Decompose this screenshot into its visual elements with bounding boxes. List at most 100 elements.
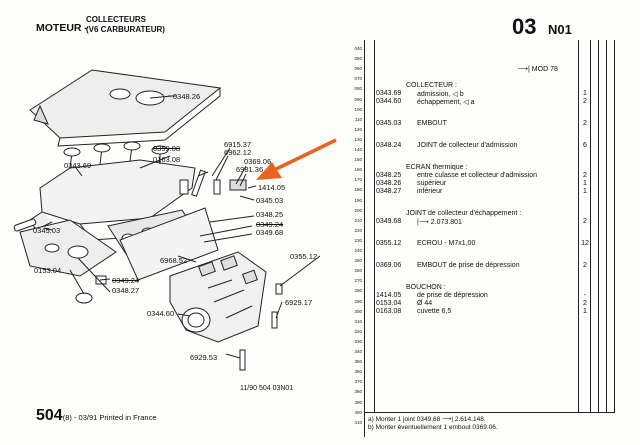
heat-shield-lower bbox=[19, 219, 117, 277]
plate-code: N01 bbox=[548, 22, 572, 37]
part-description: ECROU - M7x1,00 bbox=[417, 240, 476, 247]
exploded-diagram bbox=[13, 69, 337, 371]
part-quantity: 12 bbox=[581, 240, 589, 247]
line-number: 220 bbox=[354, 227, 362, 233]
part-quantity: - bbox=[583, 292, 587, 299]
part-ref: 0355.12 bbox=[376, 240, 402, 247]
line-number: 070 bbox=[354, 76, 362, 82]
label-0163-08: 0163.08 bbox=[153, 155, 181, 164]
part-ref: 0153.04 bbox=[376, 300, 402, 307]
line-number: 360 bbox=[354, 369, 362, 375]
line-number: 140 bbox=[354, 147, 362, 152]
exhaust-manifold bbox=[169, 251, 267, 343]
part-group-heading: COLLECTEUR : bbox=[406, 82, 457, 89]
part-description: échappement, ◁ a bbox=[417, 99, 475, 106]
label-0359-08: 0359.08 bbox=[153, 144, 181, 153]
part-quantity: 6 bbox=[583, 142, 587, 149]
part-description: EMBOUT de prise de dépression bbox=[417, 262, 520, 269]
part-description: cuvette 6,5 bbox=[417, 308, 452, 315]
footer-detail: (8) - 03/91 Printed in France bbox=[62, 413, 157, 422]
intake-manifold bbox=[39, 159, 196, 225]
line-number: 200 bbox=[354, 207, 362, 213]
part-ref: 0348.27 bbox=[376, 188, 402, 195]
label-6968-52: 6968.52 bbox=[160, 256, 188, 265]
line-number: 110 bbox=[354, 116, 362, 122]
label-0349-24-lower: 0349.24 bbox=[112, 276, 140, 285]
line-number: 400 bbox=[354, 409, 362, 415]
line-number: 250 bbox=[354, 258, 362, 264]
part-ref: 0349.68 bbox=[376, 218, 402, 225]
line-number: 390 bbox=[354, 399, 362, 405]
part-description: admission, ◁ b bbox=[417, 91, 464, 98]
line-number: 340 bbox=[354, 349, 362, 354]
label-0343-69: 0343.69 bbox=[64, 161, 92, 170]
part-quantity: 2 bbox=[583, 300, 587, 307]
part-description: supérieur bbox=[417, 180, 447, 187]
line-number: 120 bbox=[354, 126, 362, 132]
line-number: 040 bbox=[354, 46, 362, 51]
line-number: 280 bbox=[354, 288, 362, 294]
label-6929-53: 6929.53 bbox=[190, 353, 218, 362]
mod-note: ⟶| MOD 78 bbox=[518, 66, 558, 73]
part-ref: 0163.08 bbox=[376, 308, 402, 315]
part-quantity: 1 bbox=[583, 308, 587, 315]
part-description: EMBOUT bbox=[417, 120, 447, 127]
label-0348-27: 0348.27 bbox=[112, 286, 140, 295]
line-number: 210 bbox=[354, 217, 362, 223]
part-ref: 0348.26 bbox=[376, 180, 402, 187]
part-quantity: 2 bbox=[583, 172, 587, 179]
heat-shield-upper bbox=[29, 69, 222, 139]
line-number: 150 bbox=[354, 157, 362, 163]
line-number: 090 bbox=[354, 96, 362, 102]
line-number: 230 bbox=[354, 237, 362, 243]
part-quantity: 2 bbox=[583, 262, 587, 269]
label-0345-03-right: 0345.03 bbox=[256, 196, 284, 205]
label-0355-12: 0355.12 bbox=[290, 252, 318, 261]
header-collecteurs-title: COLLECTEURS bbox=[86, 15, 146, 24]
part-description: |⟶ 2.073.801 bbox=[417, 219, 462, 226]
line-number: 060 bbox=[354, 66, 362, 72]
header-v6: (V6 CARBURATEUR) bbox=[86, 25, 165, 34]
label-6962-12: 6962.12 bbox=[224, 148, 252, 157]
part-ref: 1414.05 bbox=[376, 292, 402, 299]
line-number: 330 bbox=[354, 338, 362, 344]
footer-model-number: 504 bbox=[36, 407, 63, 424]
label-0349-24-upper: 0349.24 bbox=[256, 220, 284, 229]
footer-model: 504(8) - 03/91 Printed in France bbox=[36, 407, 157, 425]
line-number: 310 bbox=[354, 318, 362, 324]
line-number: 160 bbox=[354, 167, 362, 173]
note-b: b) Monter éventuellement 1 embout 0369.0… bbox=[368, 424, 498, 431]
line-number: 290 bbox=[354, 298, 362, 304]
label-0345-03-left: 0345.03 bbox=[33, 226, 61, 235]
line-number: 080 bbox=[354, 86, 362, 92]
part-ref: 0369.06 bbox=[376, 262, 402, 269]
line-number: 320 bbox=[354, 328, 362, 334]
line-number: 130 bbox=[354, 136, 362, 142]
part-description: inférieur bbox=[417, 188, 443, 195]
part-ref: 0343.69 bbox=[376, 90, 402, 97]
line-number: 350 bbox=[354, 359, 362, 365]
part-quantity: 1 bbox=[583, 188, 587, 195]
header-collecteurs: COLLECTEURS (V6 CARBURATEUR) bbox=[86, 15, 165, 35]
part-quantity: 1 bbox=[583, 90, 587, 97]
line-number: 170 bbox=[354, 177, 362, 183]
line-number: 240 bbox=[354, 248, 362, 253]
line-number: 270 bbox=[354, 278, 362, 284]
part-description: entre culasse et collecteur d'admission bbox=[417, 172, 538, 179]
part-description: Ø 44 bbox=[417, 300, 433, 307]
part-group-heading: ECRAN thermique : bbox=[406, 164, 468, 171]
label-0153-04: 0153.04 bbox=[34, 266, 62, 275]
part-group-heading: BOUCHON : bbox=[406, 284, 446, 291]
line-number: 100 bbox=[354, 106, 362, 112]
line-number: 410 bbox=[354, 419, 362, 425]
line-number: 190 bbox=[354, 197, 362, 203]
callout-arrow bbox=[256, 138, 337, 180]
header-moteur: MOTEUR - bbox=[36, 22, 88, 34]
label-0349-68: 0349.68 bbox=[256, 228, 284, 237]
plate-number: 03 bbox=[512, 14, 537, 39]
label-0344-60: 0344.60 bbox=[147, 309, 175, 318]
line-number: 260 bbox=[354, 268, 362, 274]
label-0369-06: 0369.06 bbox=[244, 157, 272, 166]
part-group-heading: JOINT de collecteur d'échappement : bbox=[406, 210, 522, 217]
